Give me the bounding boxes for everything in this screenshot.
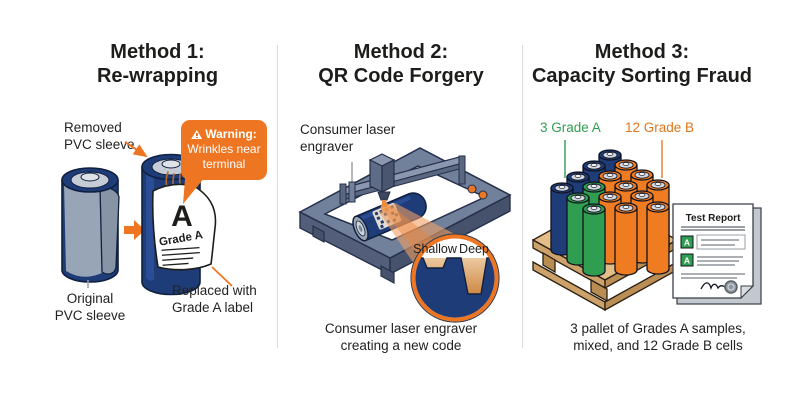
warning-body-line2: terminal: [202, 157, 246, 171]
gantry-post: [339, 183, 347, 205]
engraver-line1: Consumer laser: [300, 122, 396, 137]
capacity-sorting-illustration: Test Report A A: [531, 140, 762, 312]
laser-head: [368, 153, 396, 201]
sheet-letter: A: [171, 200, 193, 233]
battery-orange: [614, 202, 638, 276]
removed-sleeve-line2: PVC sleeve: [64, 137, 135, 152]
method2-caption-line1: Consumer laser engraver: [324, 321, 478, 336]
method2-title-line1: Method 2:: [353, 41, 449, 63]
removed-sleeve-arrow-icon: [124, 141, 148, 158]
method3-title-line1: Method 3:: [594, 41, 690, 63]
pvc-sleeve-peel-flap: [99, 185, 120, 275]
replaced-line1: Replaced with: [172, 283, 257, 298]
method3-title: Method 3: Capacity Sorting Fraud: [527, 40, 757, 88]
method3-caption-line1: 3 pallet of Grades A samples,: [570, 321, 746, 336]
engraver-button-icon: [478, 190, 488, 200]
original-line2: PVC sleeve: [54, 308, 126, 323]
warning-title-row: Warning:: [181, 127, 267, 142]
method2-title-line2: QR Code Forgery: [318, 65, 484, 87]
original-battery: [61, 167, 120, 288]
label-sheet: A Grade A: [151, 183, 217, 271]
replaced-label-pointer: [211, 266, 233, 287]
shallow-label: Shallow: [413, 242, 458, 256]
panel-divider-1: [277, 45, 278, 348]
grade-a-badge: [680, 235, 694, 249]
replaced-line2: Grade A label: [172, 300, 254, 315]
removed-sleeve-label: Removed PVC sleeve: [64, 119, 135, 153]
engraver-foot: [312, 224, 325, 244]
grade-b-label: 12 Grade B: [625, 120, 695, 135]
method2-caption: Consumer laser engraver creating a new c…: [290, 320, 512, 354]
gantry-post: [348, 181, 356, 203]
laser-nozzle: [377, 191, 391, 201]
pallet-leg: [542, 251, 556, 274]
gantry-post: [458, 155, 466, 185]
replaced-label: Replaced with Grade A label: [172, 282, 257, 316]
battery-terminal: [161, 159, 181, 169]
report-title: Test Report: [686, 213, 741, 224]
warning-icon: [191, 130, 203, 139]
panel-divider-2: [522, 45, 523, 348]
laser-beam: [382, 200, 387, 207]
page-fold-corner: [740, 285, 755, 300]
engraving-depth-profile: [415, 257, 495, 318]
grade-a-label: 3 Grade A: [540, 120, 601, 135]
battery-grid: [550, 149, 670, 277]
stamp-icon: [724, 280, 738, 294]
grade-a-badge-letter: A: [684, 256, 690, 266]
method3-title-line2: Capacity Sorting Fraud: [531, 65, 753, 87]
battery-green: [582, 203, 606, 277]
original-sleeve-label: Original PVC sleeve: [38, 290, 142, 324]
arrow-right-icon: [124, 220, 145, 240]
grade-a-badge-letter: A: [684, 238, 690, 248]
method3-caption: 3 pallet of Grades A samples, mixed, and…: [537, 320, 779, 354]
method2-caption-line2: creating a new code: [340, 338, 462, 353]
engraver-button-icon: [467, 184, 477, 194]
engraver-line2: engraver: [300, 139, 354, 154]
qr-forgery-illustration: Shallow Deep: [298, 147, 512, 323]
method3-caption-line2: mixed, and 12 Grade B cells: [573, 338, 743, 353]
original-line1: Original: [66, 291, 114, 306]
battery-orange: [646, 201, 670, 275]
engraver-label: Consumer laser engraver: [300, 121, 395, 155]
warning-body-line1: Wrinkles near: [187, 142, 261, 156]
test-report: Test Report A A: [672, 203, 762, 305]
warning-title: Warning:: [205, 127, 257, 141]
warning-callout: Warning: Wrinkles near terminal: [181, 120, 267, 180]
grade-a-badge: [680, 253, 694, 267]
magnifier-circle: Shallow Deep: [410, 233, 500, 323]
battery-terminal: [80, 172, 100, 182]
method2-title: Method 2: QR Code Forgery: [286, 40, 516, 88]
method1-title-line2: Re-wrapping: [96, 65, 219, 87]
method1-title-line1: Method 1:: [110, 41, 205, 63]
engraver-foot: [380, 264, 395, 285]
sheet-text-lines: [161, 246, 200, 266]
pvc-sleeve-front: [64, 184, 104, 277]
removed-sleeve-line1: Removed: [64, 120, 122, 135]
report-field-box: [696, 234, 746, 250]
signature: [700, 282, 727, 291]
method1-title: Method 1: Re-wrapping: [40, 40, 275, 88]
deep-label: Deep: [459, 242, 489, 256]
